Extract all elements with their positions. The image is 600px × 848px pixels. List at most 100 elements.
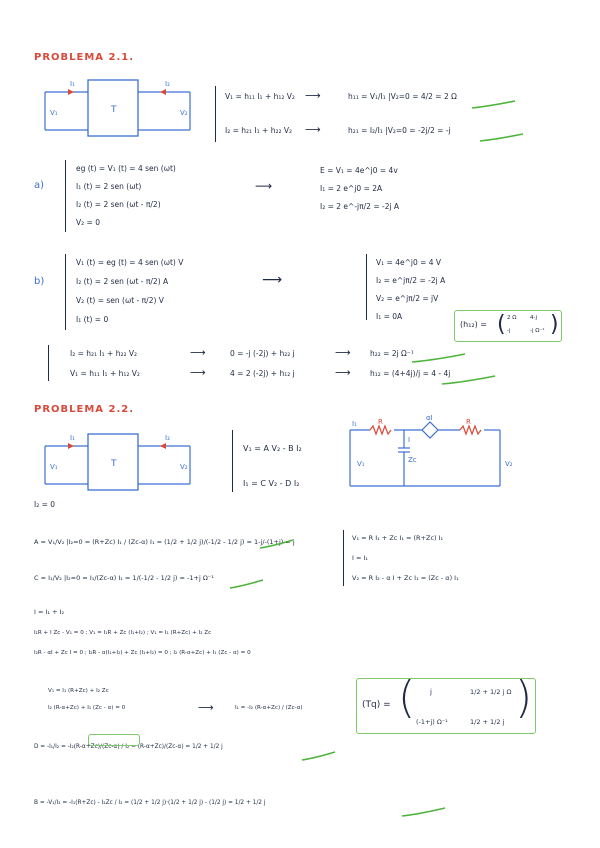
block2-label-t: T bbox=[111, 459, 117, 469]
block-label-t: T bbox=[111, 105, 117, 115]
side-brace bbox=[343, 530, 344, 586]
c-arrow-2: ⟶ bbox=[335, 346, 351, 359]
t-matrix-bracket-right: ) bbox=[515, 672, 533, 723]
i2-zero: I₂ = 0 bbox=[34, 500, 56, 509]
c-brace bbox=[48, 345, 49, 381]
p2-i1-label: I₁ bbox=[70, 434, 75, 442]
i1-label: I₁ bbox=[70, 80, 75, 88]
node-eq-3: I₂R - αI + Zc I = 0 ; I₂R - α(I₁+I₂) + Z… bbox=[34, 650, 251, 656]
b-result-4: I₁ = 0A bbox=[376, 312, 403, 321]
c-arrow-1: ⟶ bbox=[190, 346, 206, 359]
node-eq-5: I₂ (R-α+Zc) + I₁ (Zc - α) = 0 bbox=[48, 705, 126, 711]
h11-result: h₁₁ = V₁/I₁ |V₂=0 = 4/2 = 2 Ω bbox=[348, 92, 457, 101]
t-matrix-cell-21: (-1+j) Ω⁻¹ bbox=[416, 718, 448, 726]
c-line1-a: I₂ = h₂₁ I₁ + h₂₂ V₂ bbox=[70, 349, 137, 358]
c-line1-c: h₂₂ = 2j Ω⁻¹ bbox=[370, 349, 414, 358]
side-eq-1: V₁ = R I₁ + Zc I₁ = (R+Zc) I₁ bbox=[352, 534, 444, 542]
part-b-brace bbox=[65, 254, 66, 330]
c-line1-b: 0 = -j (-2j) + h₂₂ j bbox=[230, 349, 295, 358]
check-mark-C bbox=[229, 579, 264, 589]
node-eq-4: V₁ = I₁ (R+Zc) + I₂ Zc bbox=[48, 688, 109, 694]
node-eq-2: I₁R + I Zc - V₁ = 0 ; V₁ = I₁R + Zc (I₁+… bbox=[34, 630, 212, 636]
t-eq1: V₁ = A V₂ - B I₂ bbox=[243, 444, 302, 453]
p2-v1-label: V₁ bbox=[50, 463, 58, 471]
D-numerator-box bbox=[88, 734, 140, 746]
h-matrix-cell-12: 4-j bbox=[530, 315, 538, 321]
h-matrix-box bbox=[454, 310, 562, 342]
h-equations-brace bbox=[215, 86, 216, 142]
a-result-1: E = V₁ = 4e^j0 = 4v bbox=[320, 166, 398, 175]
check-mark-A bbox=[259, 539, 294, 549]
c-line2-a: V₁ = h₁₁ I₁ + h₁₂ V₂ bbox=[70, 369, 140, 378]
c-line2-c: h₁₂ = (4+4j)/j = 4 - 4j bbox=[370, 369, 451, 378]
circuit-diagram bbox=[349, 421, 501, 487]
t-equations-brace bbox=[232, 430, 233, 492]
h-matrix-cell-22: -j Ω⁻¹ bbox=[530, 328, 545, 334]
t-matrix-cell-12: 1/2 + 1/2 j Ω bbox=[470, 688, 512, 696]
t-matrix-bracket-left: ( bbox=[398, 672, 416, 723]
t-matrix-box bbox=[356, 678, 536, 734]
check-mark-h11 bbox=[471, 100, 516, 109]
check-mark-h21 bbox=[479, 133, 524, 142]
v2-label: V₂ bbox=[180, 109, 188, 117]
h-matrix-label: (h₁₂) = bbox=[460, 320, 487, 329]
circuit-r1: R bbox=[378, 418, 383, 426]
c-line2-b: 4 = 2 (-2j) + h₁₂ j bbox=[230, 369, 295, 378]
h-eq2: I₂ = h₂₁ I₁ + h₂₂ V₂ bbox=[225, 126, 292, 135]
a-line-4: V₂ = 0 bbox=[76, 218, 100, 227]
A-equation: A = V₁/V₂ |I₂=0 = (R+Zc) I₁ / (Zc-α) I₁ … bbox=[34, 538, 295, 546]
arrow-1: ⟶ bbox=[305, 89, 321, 102]
b-result-1: V₁ = 4e^j0 = 4 V bbox=[376, 258, 442, 267]
part-a-label: a) bbox=[34, 180, 45, 191]
a-line-3: I₂ (t) = 2 sen (ωt - π/2) bbox=[76, 200, 161, 209]
problem2-title: PROBLEMA 2.2. bbox=[34, 404, 135, 415]
check-mark-h12 bbox=[441, 375, 496, 385]
circuit-i1: I₁ bbox=[352, 420, 357, 428]
check-mark-D bbox=[301, 751, 336, 761]
two-port-diagram-2 bbox=[44, 433, 191, 491]
h-matrix-cell-11: 2 Ω bbox=[507, 315, 517, 321]
b-line-4: I₁ (t) = 0 bbox=[76, 315, 109, 324]
check-mark-h22 bbox=[411, 353, 466, 363]
circuit-i: I bbox=[408, 436, 411, 444]
t-eq2: I₁ = C V₂ - D I₂ bbox=[243, 479, 300, 488]
a-result-2: I₁ = 2 e^j0 = 2A bbox=[320, 184, 383, 193]
check-mark-B bbox=[401, 807, 446, 817]
p2-i2-label: I₂ bbox=[165, 434, 170, 442]
t-matrix-label: (Tq) = bbox=[362, 700, 391, 710]
node-eq-1: I = I₁ + I₂ bbox=[34, 608, 65, 616]
c-arrow-3: ⟶ bbox=[190, 366, 206, 379]
b-results-brace bbox=[366, 254, 367, 320]
b-line-1: V₁ (t) = eg (t) = 4 sen (ωt) V bbox=[76, 258, 184, 267]
arrow-b: ⟶ bbox=[262, 272, 283, 288]
i2-label: I₂ bbox=[165, 80, 170, 88]
circuit-v1: V₁ bbox=[357, 460, 365, 468]
circuit-v2: V₂ bbox=[505, 460, 513, 468]
D-equation: D = -I₁/I₂ = -I₂(R-α+Zc)/(Zc-α) / I₂ = (… bbox=[34, 744, 223, 750]
b-result-3: V₂ = e^jπ/2 = jV bbox=[376, 294, 439, 303]
h-eq1: V₁ = h₁₁ I₁ + h₁₂ V₂ bbox=[225, 92, 295, 101]
h-matrix-bracket: ( bbox=[497, 312, 506, 337]
side-eq-2: I = I₁ bbox=[352, 554, 369, 562]
problem1-title: PROBLEMA 2.1. bbox=[34, 52, 135, 63]
circuit-r2: R bbox=[466, 418, 471, 426]
b-line-2: I₂ (t) = 2 sen (ωt - π/2) A bbox=[76, 277, 169, 286]
part-a-brace bbox=[65, 160, 66, 232]
side-eq-3: V₂ = R I₂ - α I + Zc I₁ = (Zc - α) I₁ bbox=[352, 574, 459, 582]
part-b-label: b) bbox=[34, 276, 45, 287]
B-equation: B = -V₁/I₂ = -I₁(R+Zc) - I₂Zc / I₂ = (1/… bbox=[34, 800, 266, 806]
two-port-diagram-1 bbox=[44, 79, 191, 137]
t-matrix-cell-11: j bbox=[430, 688, 432, 696]
C-equation: C = I₁/V₂ |I₂=0 = I₁/(Zc-α) I₁ = 1/(-1/2… bbox=[34, 574, 214, 582]
node-eq-5-result: I₁ = -I₂ (R-α+Zc) / (Zc-α) bbox=[235, 705, 303, 711]
a-line-1: eg (t) = V₁ (t) = 4 sen (ωt) bbox=[76, 164, 176, 173]
v1-label: V₁ bbox=[50, 109, 58, 117]
c-arrow-4: ⟶ bbox=[335, 366, 351, 379]
circuit-zc: Zc bbox=[408, 456, 417, 464]
a-result-3: I₂ = 2 e^-jπ/2 = -2j A bbox=[320, 202, 400, 211]
b-line-3: V₂ (t) = sen (ωt - π/2) V bbox=[76, 296, 164, 305]
t-matrix-cell-22: 1/2 + 1/2 j bbox=[470, 718, 505, 726]
arrow-2: ⟶ bbox=[305, 123, 321, 136]
b-result-2: I₂ = e^jπ/2 = -2j A bbox=[376, 276, 446, 285]
h-matrix-cell-21: -j bbox=[507, 328, 511, 334]
